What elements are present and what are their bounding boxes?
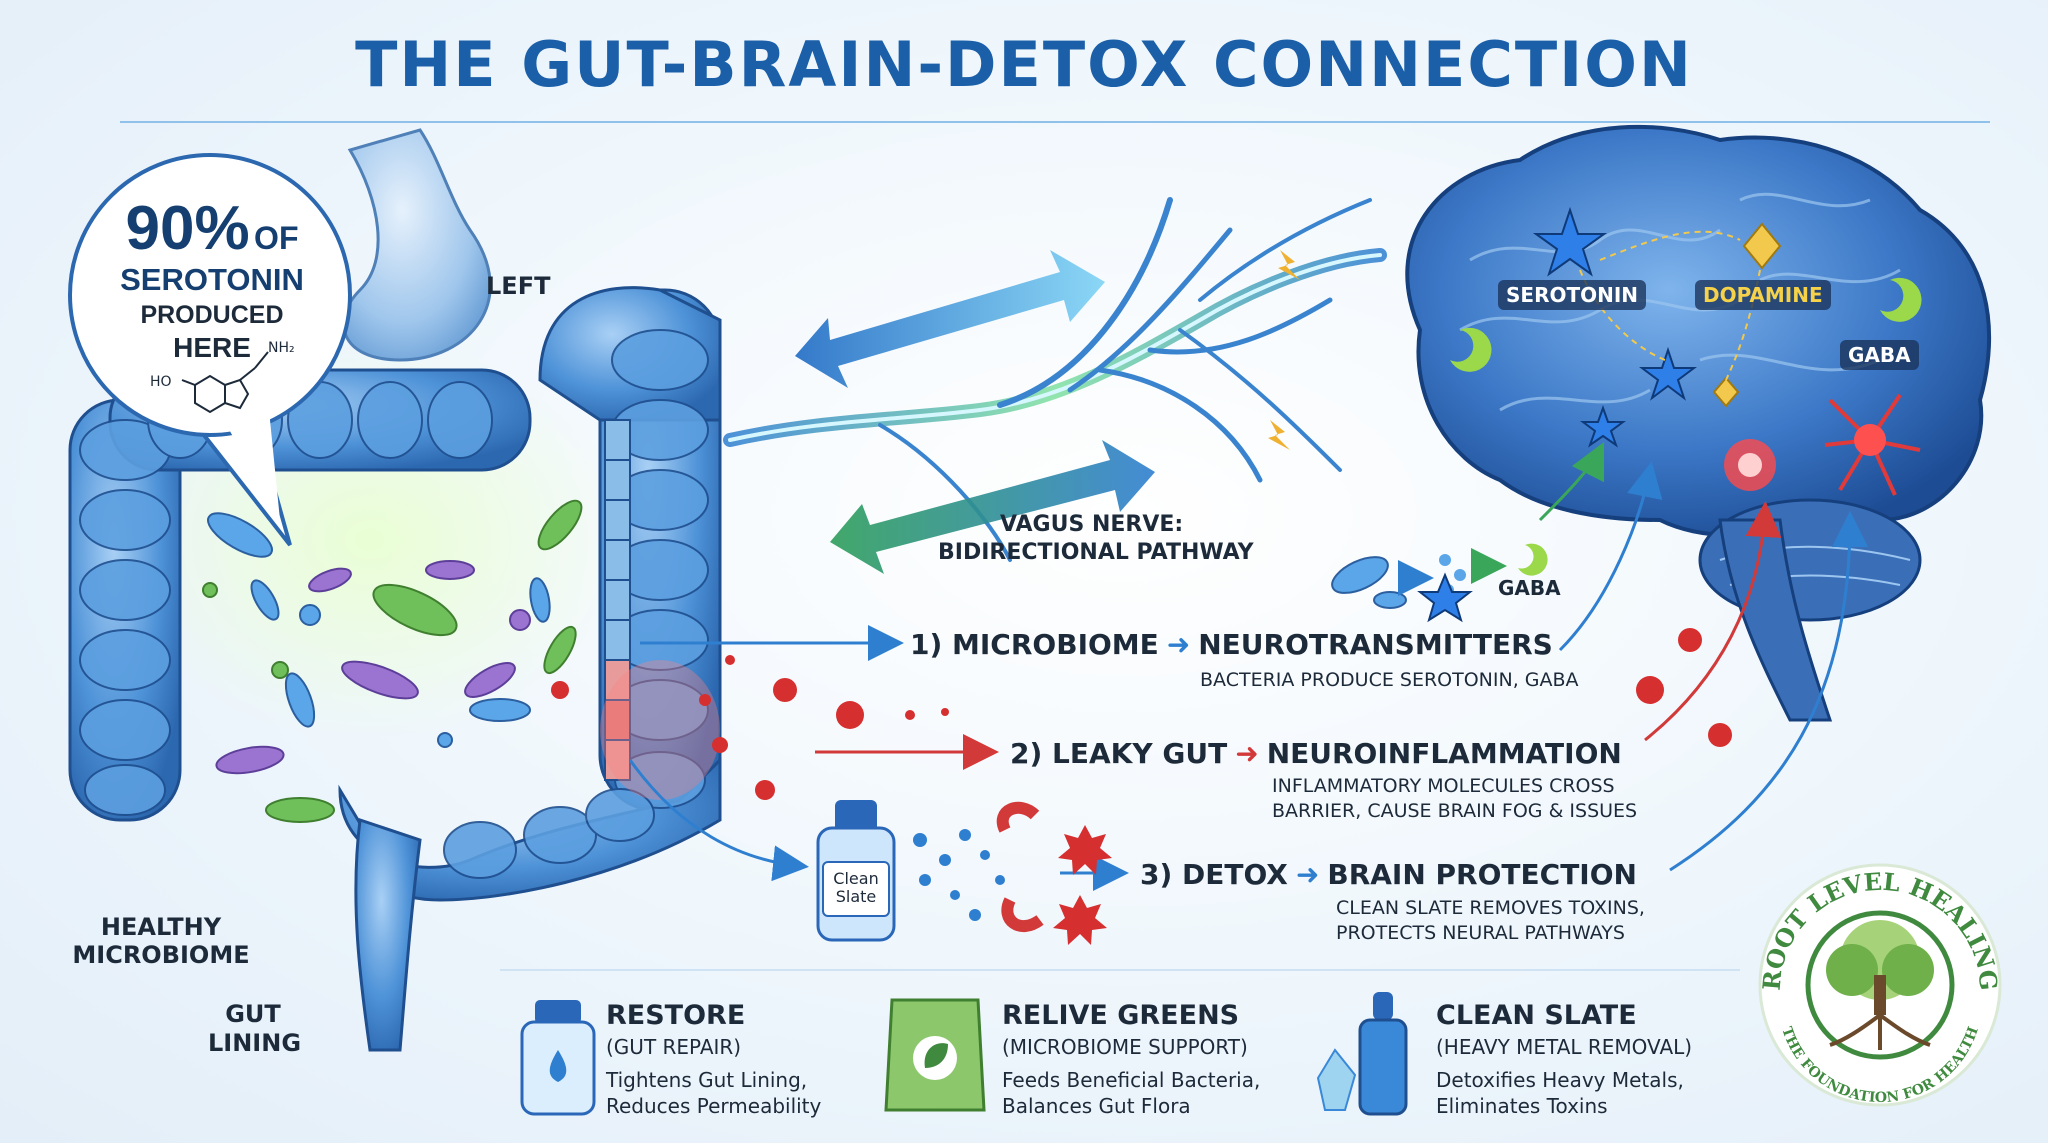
gut-lining-cells — [604, 419, 631, 781]
pathway-1-cause: 1) MICROBIOME — [910, 628, 1159, 661]
brain — [1405, 124, 1992, 722]
product-restore-name: RESTORE — [606, 1000, 746, 1031]
nerve-spark-icons — [1268, 250, 1300, 450]
product-clean-slate: CLEAN SLATE (HEAVY METAL REMOVAL) Detoxi… — [1436, 1000, 1692, 1119]
pathway-1-effect: NEUROTRANSMITTERS — [1198, 628, 1553, 661]
product-relive-greens-desc-line2: Balances Gut Flora — [1002, 1094, 1191, 1118]
stat-produced: PRODUCED — [140, 301, 284, 329]
pathway-3-arrow-icon: ➜ — [1295, 858, 1320, 891]
molecule-ho-label: HO — [150, 374, 172, 390]
stat-of: OF — [254, 220, 299, 256]
stat-serotonin: SEROTONIN — [120, 262, 304, 297]
molecule-nh2-label: NH₂ — [268, 340, 295, 356]
pathway-2-description: INFLAMMATORY MOLECULES CROSS BARRIER, CA… — [1272, 775, 1638, 822]
pathway-3-cause: 3) DETOX — [1140, 858, 1288, 891]
pathway-2-arrow-icon: ➜ — [1235, 737, 1259, 770]
product-clean-slate-name: CLEAN SLATE — [1436, 1000, 1637, 1031]
serotonin-label: SEROTONIN — [1498, 280, 1647, 310]
healthy-microbiome-label: HEALTHY MICROBIOME — [72, 913, 250, 969]
gut-brain-arrows — [1538, 441, 1868, 872]
pathway-2-cause: 2) LEAKY GUT — [1010, 737, 1228, 770]
pathway-2-heading: 2) LEAKY GUT➜NEUROINFLAMMATION — [1010, 737, 1622, 770]
root-level-healing-logo — [1758, 863, 2002, 1107]
product-clean-slate-description: Detoxifies Heavy Metals,Eliminates Toxin… — [1436, 1067, 1692, 1119]
product-clean-slate-subtitle: (HEAVY METAL REMOVAL) — [1436, 1035, 1693, 1059]
product-relive-greens-name: RELIVE GREENS — [1002, 1000, 1240, 1031]
product-clean-slate-desc-line1: Detoxifies Heavy Metals, — [1436, 1068, 1684, 1092]
pathway-3-heading: 3) DETOX➜BRAIN PROTECTION — [1140, 858, 1637, 891]
gaba-label: GABA — [1840, 340, 1919, 370]
product-restore-desc-line1: Tightens Gut Lining, — [606, 1068, 808, 1092]
stomach-label: LEFT — [486, 272, 551, 300]
leaky-gut-inflammation — [600, 660, 720, 800]
page-title: THE GUT-BRAIN-DETOX CONNECTION — [355, 28, 1693, 101]
gut-lining-label: GUT LINING — [208, 1000, 302, 1057]
clean-slate-dropper-icon — [1316, 992, 1408, 1116]
relive-greens-pouch-icon — [884, 998, 986, 1112]
product-relive-greens: RELIVE GREENS (MICROBIOME SUPPORT) Feeds… — [1002, 1000, 1260, 1119]
product-restore: RESTORE (GUT REPAIR) Tightens Gut Lining… — [606, 1000, 821, 1119]
pathway-3-description: CLEAN SLATE REMOVES TOXINS, PROTECTS NEU… — [1336, 897, 1645, 944]
vagus-nerve — [723, 197, 1387, 562]
detox-particles — [913, 801, 1112, 945]
gaba-small-label: GABA — [1498, 576, 1561, 600]
pathway-3-effect: BRAIN PROTECTION — [1327, 858, 1637, 891]
pathway-arrows — [628, 625, 1129, 891]
stat-here: HERE — [173, 332, 251, 363]
bidirectional-arrows — [795, 250, 1155, 574]
pathway-1-description: BACTERIA PRODUCE SEROTONIN, GABA — [1200, 669, 1579, 691]
vagus-nerve-subtitle: BIDIRECTIONAL PATHWAY — [938, 540, 1254, 565]
inflammatory-particles — [551, 628, 1732, 800]
clean-slate-bottle — [816, 800, 896, 942]
serotonin-stat: 90% OF SEROTONIN PRODUCED HERE — [92, 198, 332, 362]
bacteria-cluster — [202, 499, 583, 823]
pathway-1-arrow-icon: ➜ — [1166, 628, 1191, 661]
product-restore-description: Tightens Gut Lining,Reduces Permeability — [606, 1067, 821, 1119]
restore-bottle-icon — [520, 1000, 596, 1116]
clean-slate-bottle-label: Clean Slate — [833, 869, 879, 907]
dopamine-label: DOPAMINE — [1695, 280, 1831, 310]
pathway-1-heading: 1) MICROBIOME➜NEUROTRANSMITTERS — [910, 628, 1553, 661]
vagus-nerve-title: VAGUS NERVE: — [1000, 512, 1184, 537]
product-restore-subtitle: (GUT REPAIR) — [606, 1035, 742, 1059]
stat-percent: 90% — [125, 194, 250, 263]
product-relive-greens-desc-line1: Feeds Beneficial Bacteria, — [1002, 1068, 1261, 1092]
product-relive-greens-description: Feeds Beneficial Bacteria,Balances Gut F… — [1002, 1067, 1260, 1119]
product-relive-greens-subtitle: (MICROBIOME SUPPORT) — [1002, 1035, 1248, 1059]
stomach-shape — [342, 128, 492, 362]
pathway-2-effect: NEUROINFLAMMATION — [1266, 737, 1622, 770]
product-clean-slate-desc-line2: Eliminates Toxins — [1436, 1094, 1608, 1118]
gaba-production-icons — [1331, 543, 1548, 623]
serotonin-callout — [68, 153, 352, 547]
product-restore-desc-line2: Reduces Permeability — [606, 1094, 822, 1118]
